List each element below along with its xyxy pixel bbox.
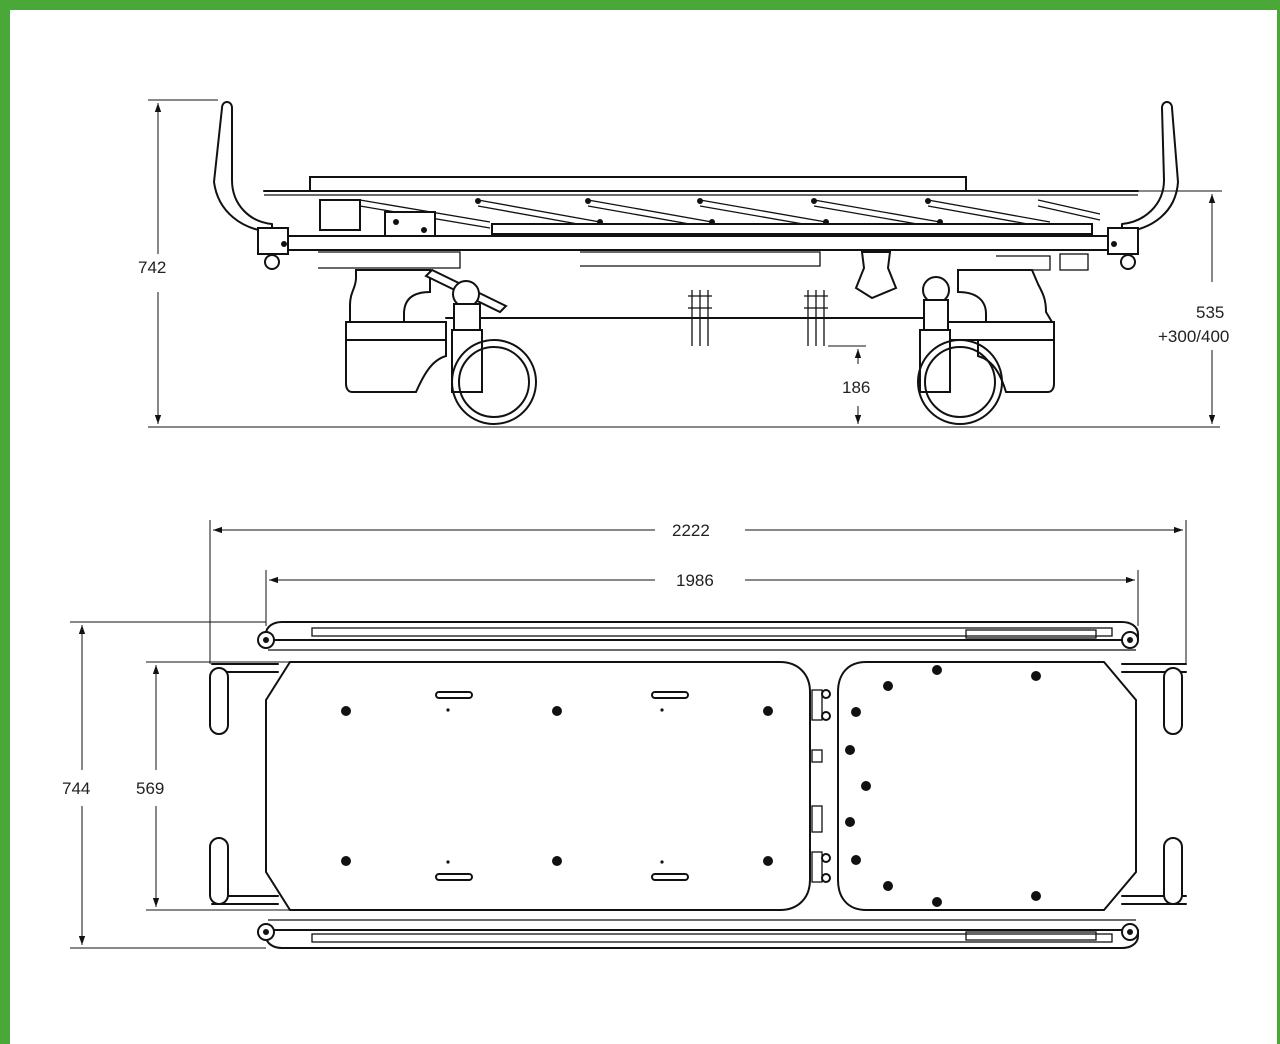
handles-top-view xyxy=(209,663,1187,905)
mount-holes-leg xyxy=(845,665,1041,907)
top-view: 2222 1986 744 569 xyxy=(62,520,1187,949)
top-dimensions xyxy=(70,520,1187,949)
mattress-top xyxy=(309,176,967,192)
deck-hinge xyxy=(811,689,831,883)
deck-panel-leg xyxy=(837,661,1137,911)
base-housing-foot xyxy=(957,269,1054,323)
mount-holes-back xyxy=(341,706,773,866)
dim-height-total: 742 xyxy=(138,258,166,277)
foot-handle xyxy=(1121,101,1179,233)
side-view: 742 535 +300/400 186 xyxy=(138,99,1229,428)
dim-deck-height: 535 xyxy=(1196,303,1224,322)
center-pedals xyxy=(688,290,828,346)
caster-foot xyxy=(917,339,1003,425)
head-handle xyxy=(213,101,273,233)
base-housing-head xyxy=(349,269,431,323)
frame-rail-top xyxy=(265,621,1139,641)
dim-deck-height-range: +300/400 xyxy=(1158,327,1229,346)
main-frame-rail xyxy=(267,235,1109,251)
deck-panel-back xyxy=(265,661,811,911)
dim-length-total: 2222 xyxy=(672,521,710,540)
dim-length-inner: 1986 xyxy=(676,571,714,590)
caster-head xyxy=(451,339,537,425)
dim-ground-clearance: 186 xyxy=(842,378,870,397)
dim-width-inner: 569 xyxy=(136,779,164,798)
side-dimensions xyxy=(148,99,1222,428)
dim-width-total: 744 xyxy=(62,779,90,798)
frame-rail-bottom xyxy=(265,929,1139,949)
